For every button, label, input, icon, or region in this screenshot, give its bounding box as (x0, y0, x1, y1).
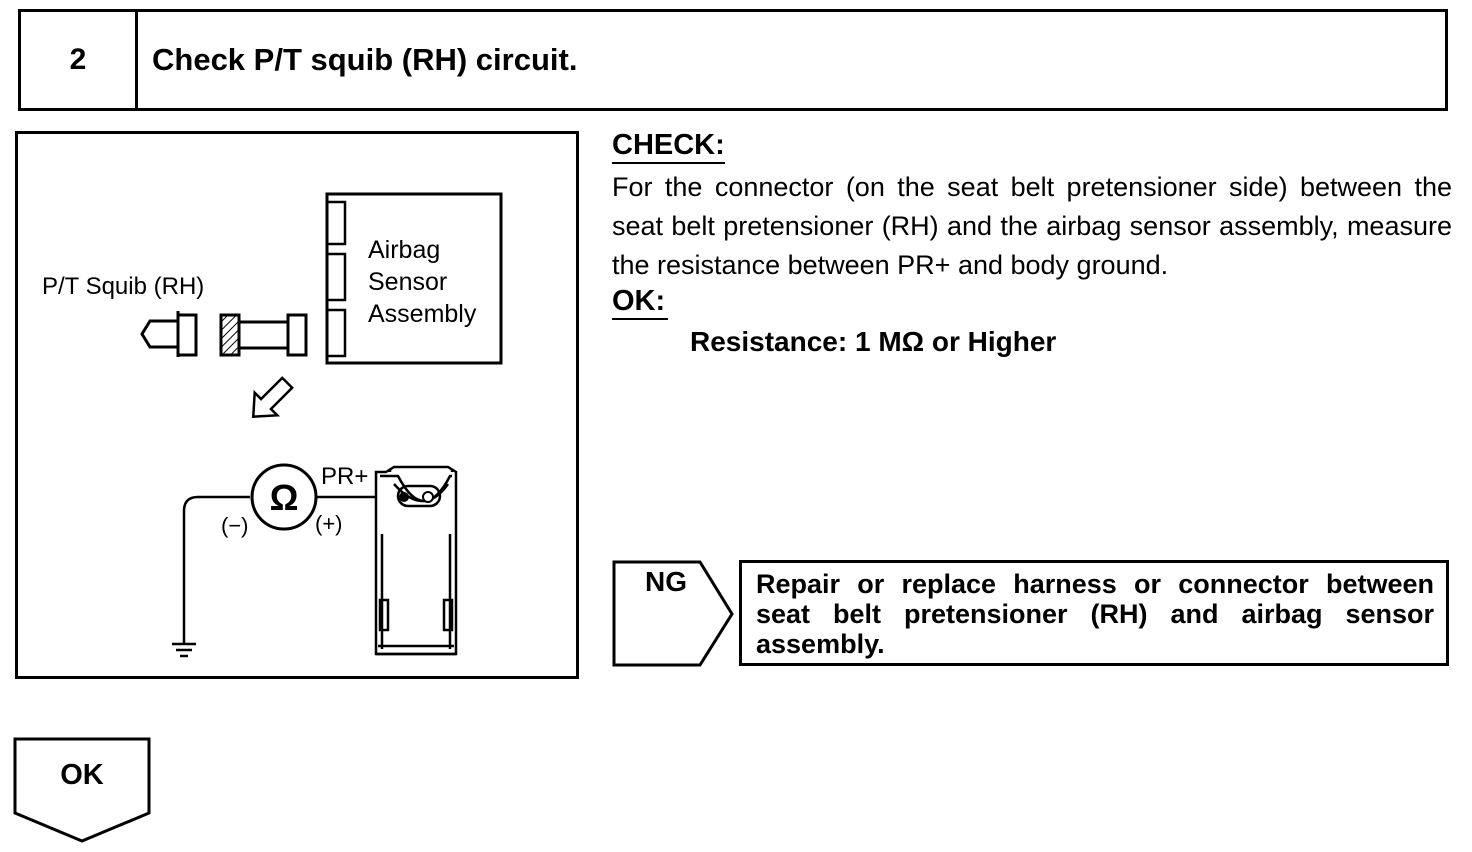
squib-label: P/T Squib (RH) (42, 273, 204, 300)
check-instruction: For the connector (on the seat belt pret… (612, 172, 1452, 280)
ok-branch-tab (13, 737, 151, 843)
circuit-diagram: Airbag Sensor Assembly P/T Squib (RH) (42, 192, 503, 658)
terminal-label: PR+ (321, 463, 368, 490)
resistance-spec: Resistance: 1 MΩ or Higher (690, 326, 1057, 357)
ng-action-box: Repair or replace harness or connector b… (739, 560, 1449, 666)
sensor-label-line-2: Sensor (368, 268, 447, 296)
meter-symbol: Ω (270, 477, 299, 518)
squib-plug-body (176, 313, 198, 357)
terminal-other (422, 491, 434, 503)
ground-symbol-icon (172, 642, 196, 658)
sensor-connector-slot (325, 200, 347, 246)
positive-lead-label: (+) (315, 511, 343, 536)
connector-hatched (219, 313, 241, 357)
harness-connector (237, 320, 291, 350)
step-header: 2 Check P/T squib (RH) circuit. (18, 9, 1448, 111)
ng-branch-tab (612, 560, 734, 667)
harness-connector-end (286, 313, 308, 357)
circuit-illustration: Airbag Sensor Assembly P/T Squib (RH) (15, 131, 579, 679)
step-number: 2 (21, 12, 138, 108)
arrow-down-right-icon (251, 376, 294, 419)
terminal-pr-plus (399, 492, 409, 502)
ok-branch-label: OK (60, 759, 104, 791)
negative-lead-label: (−) (221, 513, 249, 538)
ok-heading: OK: (612, 284, 668, 320)
sensor-label-line-3: Assembly (368, 300, 477, 328)
check-heading: CHECK: (612, 128, 725, 164)
squib-plug (140, 311, 180, 357)
pretensioner-connector (374, 465, 458, 656)
ground-wire (182, 495, 250, 644)
sensor-connector-slot (325, 308, 347, 358)
ng-label: NG (645, 566, 687, 597)
sensor-connector-slot (325, 252, 347, 302)
sensor-label-line-1: Airbag (368, 236, 440, 264)
step-title: Check P/T squib (RH) circuit. (152, 42, 578, 77)
